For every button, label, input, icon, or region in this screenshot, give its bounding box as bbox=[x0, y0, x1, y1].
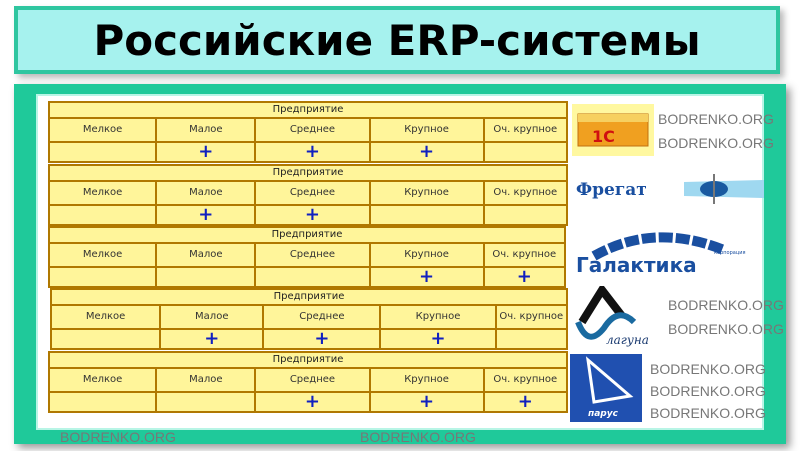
mark-cell bbox=[52, 330, 162, 348]
mark-cell: + bbox=[371, 268, 485, 286]
svg-text:лагуна: лагуна bbox=[606, 333, 649, 347]
table-caption: Предприятие bbox=[52, 290, 566, 306]
header-cell: Мелкое bbox=[50, 182, 158, 204]
svg-text:парус: парус bbox=[588, 409, 619, 419]
watermark: BODRENKO.ORG bbox=[650, 383, 766, 399]
header-cell: Крупное bbox=[371, 244, 485, 266]
mark-cell bbox=[371, 206, 485, 224]
watermark: BODRENKO.ORG bbox=[650, 405, 766, 421]
mark-cell: + bbox=[256, 206, 371, 224]
svg-text:1С: 1С bbox=[592, 127, 615, 146]
svg-text:корпорация: корпорация bbox=[714, 250, 745, 256]
header-cell: Мелкое bbox=[50, 244, 158, 266]
watermark: BODRENKO.ORG bbox=[668, 297, 784, 313]
title-bar: Российские ERP-системы bbox=[14, 6, 780, 74]
header-cell: Мелкое bbox=[52, 306, 162, 328]
header-cell: Малое bbox=[157, 244, 257, 266]
watermark: BODRENKO.ORG bbox=[658, 111, 774, 127]
mark-cell: + bbox=[264, 330, 382, 348]
header-cell: Крупное bbox=[371, 369, 485, 391]
watermark: BODRENKO.ORG bbox=[60, 429, 176, 445]
header-cell: Оч. крупное bbox=[493, 187, 558, 198]
svg-text:Фрегат: Фрегат bbox=[576, 180, 647, 200]
mark-cell bbox=[485, 143, 566, 161]
header-cell: Малое bbox=[157, 119, 257, 141]
header-cell: Оч. крупное bbox=[492, 249, 557, 260]
mark-cell: + bbox=[157, 206, 257, 224]
header-cell: Среднее bbox=[264, 306, 382, 328]
mark-cell: + bbox=[516, 266, 532, 287]
header-cell: Мелкое bbox=[50, 369, 158, 391]
logo-laguna: лагуна bbox=[574, 282, 664, 348]
marks-row: +++ bbox=[50, 143, 566, 161]
table-caption: Предприятие bbox=[50, 103, 566, 119]
header-cell: Малое bbox=[157, 182, 257, 204]
mark-cell: + bbox=[256, 393, 371, 411]
watermark: BODRENKO.ORG bbox=[668, 321, 784, 337]
logo-parus: парус bbox=[570, 354, 642, 422]
mark-cell bbox=[157, 268, 257, 286]
mark-cell: + bbox=[381, 330, 497, 348]
header-cell: Оч. крупное bbox=[499, 311, 564, 322]
slide-title: Российские ERP-системы bbox=[93, 15, 701, 65]
mark-cell bbox=[50, 143, 158, 161]
header-cell: Среднее bbox=[256, 119, 371, 141]
mark-cell: + bbox=[157, 143, 257, 161]
header-cell: Оч. крупное bbox=[493, 374, 558, 385]
mark-cell: + bbox=[517, 391, 533, 412]
mark-cell bbox=[485, 206, 566, 224]
header-cell: Среднее bbox=[256, 244, 371, 266]
watermark: BODRENKO.ORG bbox=[360, 429, 476, 445]
mark-cell bbox=[256, 268, 371, 286]
header-cell: Среднее bbox=[256, 182, 371, 204]
mark-cell: + bbox=[161, 330, 265, 348]
header-cell: Малое bbox=[161, 306, 265, 328]
header-cell: Крупное bbox=[371, 119, 485, 141]
header-cell: Малое bbox=[157, 369, 257, 391]
table-caption: Предприятие bbox=[50, 228, 564, 244]
mark-cell bbox=[157, 393, 257, 411]
marks-row: ++ bbox=[50, 268, 564, 286]
mark-cell: + bbox=[256, 143, 371, 161]
watermark: BODRENKO.ORG bbox=[658, 135, 774, 151]
header-cell: Мелкое bbox=[50, 119, 158, 141]
logo-1c: 1С bbox=[572, 104, 654, 156]
logo-fregat: Фрегат bbox=[574, 172, 764, 206]
marks-row: ++ bbox=[50, 206, 566, 224]
svg-text:Галактика: Галактика bbox=[576, 253, 697, 274]
header-cell: Крупное bbox=[371, 182, 485, 204]
mark-cell bbox=[50, 206, 158, 224]
mark-cell: + bbox=[371, 393, 485, 411]
mark-cell bbox=[497, 330, 566, 348]
header-cell: Среднее bbox=[256, 369, 371, 391]
mark-cell bbox=[50, 393, 158, 411]
watermark: BODRENKO.ORG bbox=[650, 361, 766, 377]
table-caption: Предприятие bbox=[50, 353, 566, 369]
mark-cell bbox=[50, 268, 158, 286]
mark-cell: + bbox=[371, 143, 485, 161]
marks-row: +++ bbox=[52, 330, 566, 348]
marks-row: +++ bbox=[50, 393, 566, 411]
header-cell: Оч. крупное bbox=[493, 124, 558, 135]
table-caption: Предприятие bbox=[50, 166, 566, 182]
header-cell: Крупное bbox=[381, 306, 497, 328]
